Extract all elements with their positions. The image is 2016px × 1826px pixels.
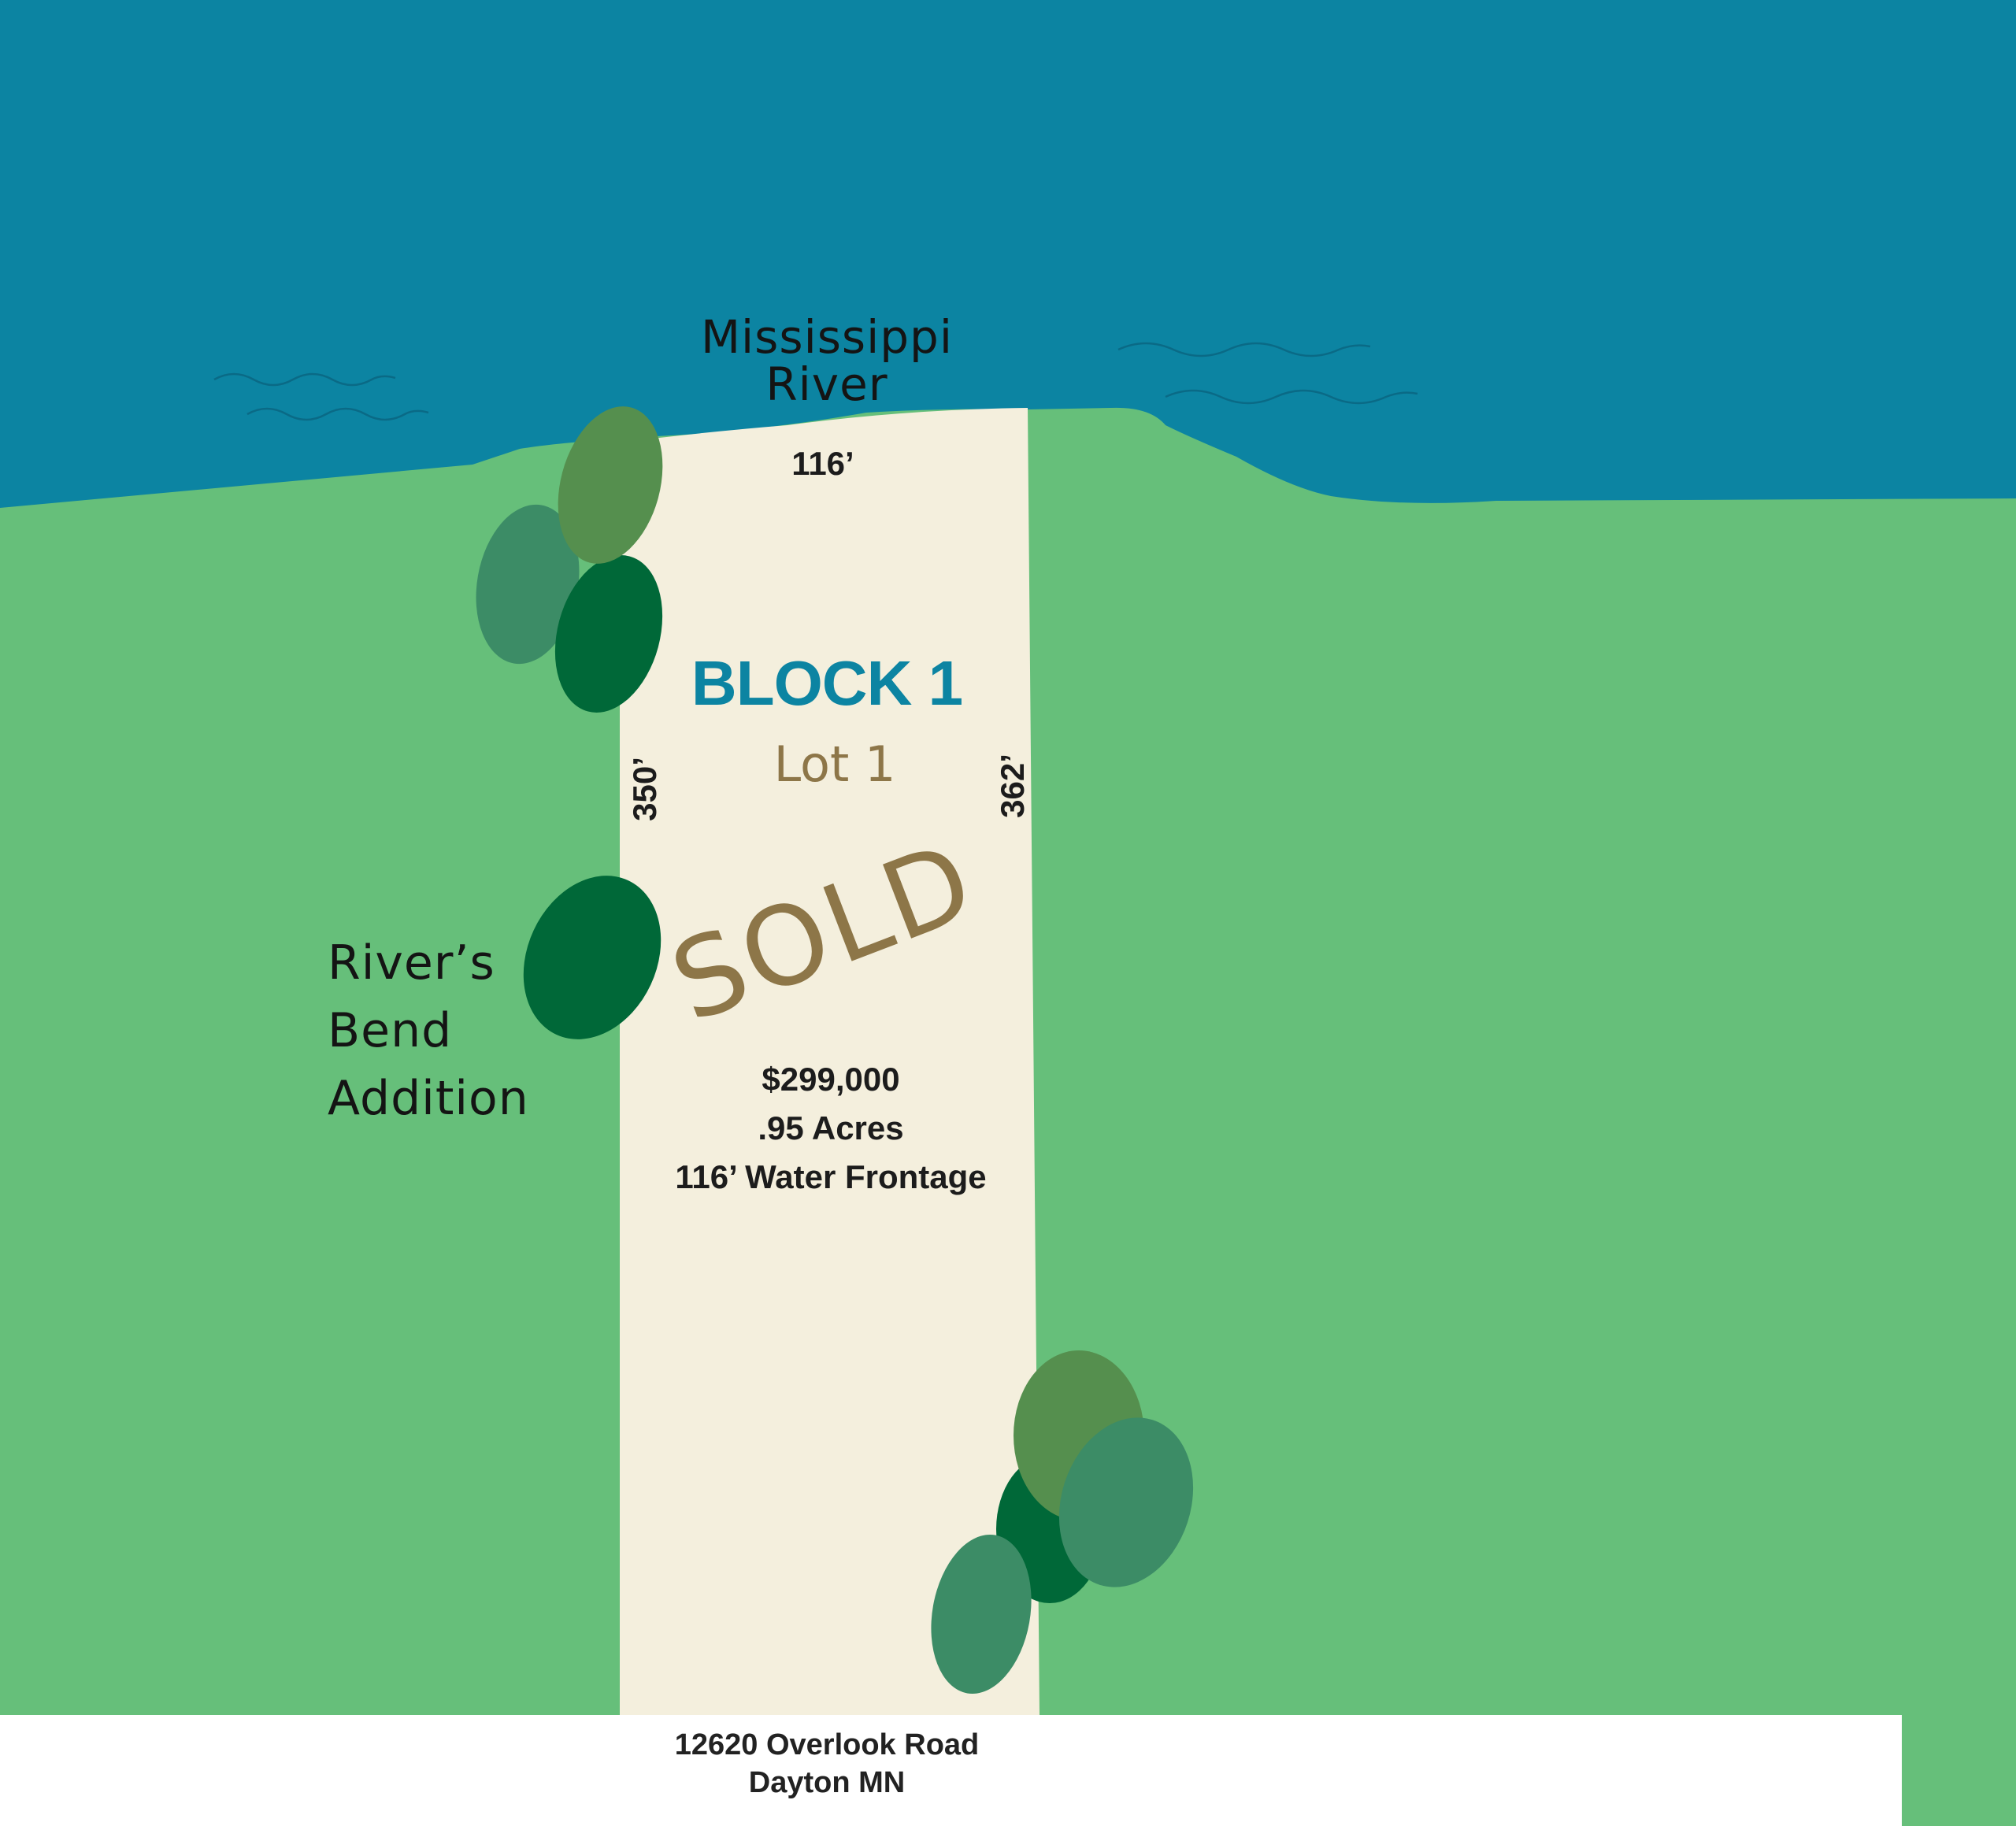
wave-icon <box>213 372 429 421</box>
address-city: Dayton MN <box>748 1766 906 1799</box>
frontage-dimension: 116’ <box>791 445 854 482</box>
tree-cluster-mid <box>523 876 662 1039</box>
block-label: BLOCK 1 <box>691 648 963 718</box>
right-side-dimension-text: 362’ <box>994 754 1031 818</box>
address-street: 12620 Overlook Road <box>674 1728 980 1761</box>
subdivision-line2: Bend <box>328 1003 453 1058</box>
tree-cluster-south <box>931 1350 1194 1695</box>
tree-icon <box>931 1534 1032 1695</box>
tree-icon <box>554 555 663 713</box>
river-name-line2: River <box>765 357 888 411</box>
left-side-dimension-text: 350’ <box>626 757 663 821</box>
lot-parcel <box>620 408 1040 1715</box>
subdivision-line3: Addition <box>328 1071 529 1126</box>
overlook-road <box>0 1715 1902 1826</box>
wave-icon <box>1117 342 1418 405</box>
mississippi-river <box>0 0 2016 508</box>
subdivision-line1: River’s <box>328 935 495 991</box>
lot-price: $299,000 <box>762 1061 900 1098</box>
lot-facts: $299,000 .95 Acres 116’ Water Frontage <box>654 1055 1008 1202</box>
tree-icon <box>1058 1417 1194 1587</box>
river-name-line1: Mississippi <box>700 310 953 364</box>
tree-icon <box>523 876 662 1039</box>
subdivision-label: River’s Bend Addition <box>328 929 529 1132</box>
lot-acreage: .95 Acres <box>758 1109 904 1146</box>
tree-icon <box>558 406 663 564</box>
tree-cluster-north <box>476 406 663 713</box>
lot-number-label: Lot 1 <box>773 735 896 793</box>
property-address: 12620 Overlook Road Dayton MN <box>591 1726 1063 1802</box>
river-name-label: Mississippi River <box>654 313 1000 408</box>
tree-icon <box>476 504 580 665</box>
lot-water-frontage: 116’ Water Frontage <box>675 1158 987 1195</box>
